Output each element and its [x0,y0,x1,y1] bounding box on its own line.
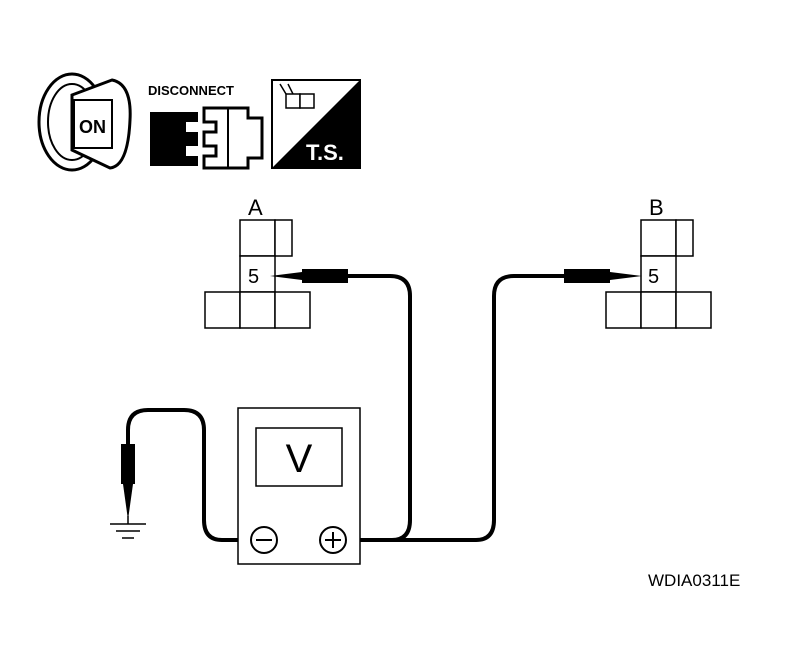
connector-b-pin: 5 [648,266,659,288]
connector-a-label: A [248,195,263,220]
trouble-shooting-icon: T.S. [271,79,361,169]
ignition-on-label: ON [79,117,106,137]
connector-disconnect-icon: DISCONNECT [148,83,264,170]
connector-a-pin: 5 [248,266,259,288]
voltmeter: V [237,407,361,565]
voltmeter-display: V [286,437,313,481]
probe-a [270,269,348,283]
ignition-key-on-icon: ON [37,72,132,172]
connector-b-lead-wire [392,274,566,542]
probe-b [564,269,642,283]
positive-terminal [319,526,347,554]
negative-lead-wire [126,408,250,542]
ground-probe [121,444,135,524]
connector-b-label: B [649,195,664,220]
disconnect-label: DISCONNECT [148,83,234,98]
figure-code: WDIA0311E [648,571,740,590]
ground-icon [110,523,146,539]
negative-terminal [250,526,278,554]
connector-b: B 5 [605,195,712,329]
ts-label: T.S. [306,140,344,165]
connector-a: A 5 [204,195,311,329]
